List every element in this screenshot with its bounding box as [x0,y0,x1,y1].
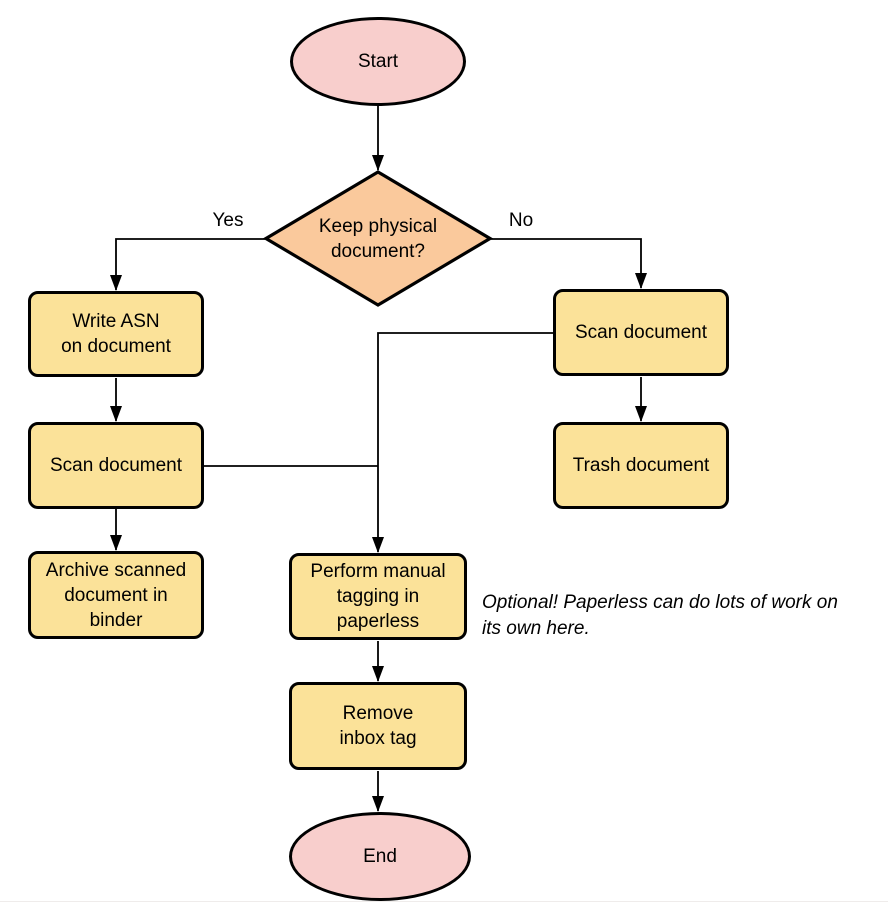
node-scan-document-left-label: Scan document [49,455,183,476]
node-archive-binder-label: Archive scanned document in binder [45,559,187,631]
node-manual-tagging: Perform manual tagging in paperless [289,553,467,640]
note-optional: Optional! Paperless can do lots of work … [482,592,838,639]
node-trash-document-label: Trash document [572,455,710,476]
node-trash-document: Trash document [553,422,729,509]
node-scan-document-left: Scan document [28,422,204,509]
node-end: End [289,812,471,901]
node-remove-inbox-tag-label: Remove inbox tag [339,703,417,749]
edge-label-yes: Yes [198,210,258,232]
edge-decision-yes [110,238,265,291]
edge-label-no: No [491,210,551,232]
node-manual-tagging-label: Perform manual tagging in paperless [310,561,446,632]
edge-scanright-to-tagging [372,332,553,553]
node-scan-document-right-label: Scan document [574,322,708,343]
node-start-label: Start [357,51,399,72]
node-remove-inbox-tag: Remove inbox tag [289,682,467,770]
node-decision-label: Keep physical document? [318,215,438,262]
node-scan-document-right: Scan document [553,289,729,376]
node-decision: Keep physical document? [263,169,493,308]
node-write-asn: Write ASN on document [28,291,204,377]
bottom-divider [0,901,888,902]
node-start: Start [290,17,466,106]
edge-decision-no [491,238,647,289]
node-write-asn-label: Write ASN on document [61,311,171,357]
node-archive-binder: Archive scanned document in binder [28,551,204,639]
node-end-label: End [363,846,397,867]
decision-diamond-shape [263,170,493,307]
